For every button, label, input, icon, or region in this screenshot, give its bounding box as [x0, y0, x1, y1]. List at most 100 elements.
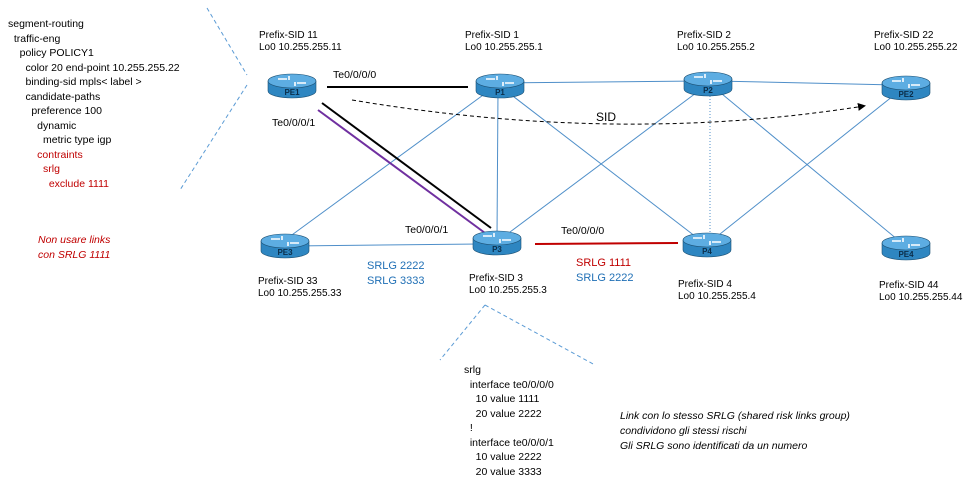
router-p3[interactable]: P3 — [472, 230, 522, 256]
router-name: PE2 — [898, 90, 914, 99]
config-line: 20 value 2222 — [464, 407, 542, 420]
link-p1-p2[interactable] — [499, 80, 701, 84]
link-pe1-p3-black[interactable] — [321, 102, 492, 229]
router-name: P2 — [703, 86, 713, 95]
srlg-config-text: srlg interface te0/0/0/0 10 value 1111 2… — [464, 363, 554, 479]
link-pe3-p3[interactable] — [291, 243, 481, 247]
link-pe2-p4[interactable] — [714, 91, 899, 239]
srlg-1111: SRLG 1111 — [576, 257, 632, 269]
config-line: policy POLICY1 — [8, 47, 94, 59]
router-label-pe1: Prefix-SID 11 Lo0 10.255.255.11 — [259, 30, 342, 54]
router-p1[interactable]: P1 — [475, 73, 525, 99]
router-label-p2: Prefix-SID 2 Lo0 10.255.255.2 — [677, 30, 755, 54]
p3-lo: Lo0 10.255.255.3 — [469, 285, 547, 296]
config-line: segment-routing — [8, 18, 84, 30]
p1-lo: Lo0 10.255.255.1 — [465, 42, 543, 53]
interface-label-p3-te1: Te0/0/0/1 — [405, 224, 449, 236]
config-line: srlg — [8, 163, 60, 175]
router-label-p1: Prefix-SID 1 Lo0 10.255.255.1 — [465, 30, 543, 54]
pe3-sid: Prefix-SID 33 — [258, 276, 318, 287]
router-top — [683, 71, 733, 87]
router-arrows-icon — [694, 74, 722, 84]
router-name: P4 — [702, 247, 712, 256]
link-p1-pe3[interactable] — [284, 89, 491, 241]
pe4-sid: Prefix-SID 44 — [879, 280, 939, 291]
callout-line-p3-right — [484, 304, 596, 366]
config-line: dynamic — [8, 119, 77, 132]
config-line: candidate-paths — [8, 90, 101, 103]
router-name: PE1 — [284, 88, 300, 97]
link-p2-p3[interactable] — [501, 89, 701, 239]
config-line: exclude 1111 — [8, 177, 109, 190]
config-line: 10 value 2222 — [464, 451, 542, 463]
config-line: 20 value 3333 — [464, 465, 542, 478]
p2-lo: Lo0 10.255.255.2 — [677, 42, 755, 53]
sid-label: SID — [596, 110, 616, 124]
note-line-2: con SRLG 1111 — [38, 249, 111, 261]
router-top — [475, 73, 525, 89]
p3-sid: Prefix-SID 3 — [469, 273, 523, 284]
router-top — [260, 233, 310, 249]
router-name: P1 — [495, 88, 505, 97]
callout-lines — [179, 7, 596, 366]
link-p2-pe2[interactable] — [714, 80, 899, 86]
router-top — [881, 75, 931, 91]
router-pe1[interactable]: PE1 — [267, 73, 317, 99]
note-no-srlg-links: Non usare links con SRLG 1111 — [38, 233, 110, 263]
config-line: interface te0/0/0/1 — [464, 436, 554, 449]
p2-sid: Prefix-SID 2 — [677, 30, 731, 41]
srlg-3333: SRLG 3333 — [367, 275, 425, 287]
config-line: 10 value 1111 — [464, 393, 540, 405]
config-line: traffic-eng — [8, 32, 61, 45]
srlg-2222: SRLG 2222 — [367, 260, 425, 272]
router-name: PE3 — [277, 248, 293, 257]
router-p2[interactable]: P2 — [683, 71, 733, 97]
router-p4[interactable]: P4 — [682, 232, 732, 258]
router-pe3[interactable]: PE3 — [260, 233, 310, 259]
router-label-pe4: Prefix-SID 44 Lo0 10.255.255.44 — [879, 280, 962, 304]
router-top — [881, 235, 931, 251]
p1-sid: Prefix-SID 1 — [465, 30, 519, 41]
link-p1-p3[interactable] — [496, 89, 499, 238]
network-links — [284, 80, 899, 247]
router-pe2[interactable]: PE2 — [881, 75, 931, 101]
note-srlg-explanation: Link con lo stesso SRLG (shared risk lin… — [620, 409, 850, 454]
policy-config-text: segment-routing traffic-eng policy POLIC… — [8, 17, 180, 191]
router-arrows-icon — [271, 236, 299, 246]
interface-label-p3-te0: Te0/0/0/0 — [561, 225, 605, 237]
note-srlg-line-3: Gli SRLG sono identificati da un numero — [620, 440, 808, 452]
router-arrows-icon — [483, 233, 511, 243]
link-pe1-p3-purple[interactable] — [317, 109, 486, 234]
router-arrows-icon — [892, 238, 920, 248]
router-top — [472, 230, 522, 246]
link-p3-p4[interactable] — [534, 242, 679, 245]
pe1-sid: Prefix-SID 11 — [259, 30, 318, 41]
router-label-pe3: Prefix-SID 33 Lo0 10.255.255.33 — [258, 276, 341, 300]
router-top — [682, 232, 732, 248]
p4-sid: Prefix-SID 4 — [678, 279, 732, 290]
router-pe4[interactable]: PE4 — [881, 235, 931, 261]
config-line: interface te0/0/0/0 — [464, 378, 554, 391]
link-p1-p4[interactable] — [504, 89, 701, 241]
pe2-lo: Lo0 10.255.255.22 — [874, 42, 958, 53]
pe1-lo: Lo0 10.255.255.11 — [259, 42, 342, 53]
p4-lo: Lo0 10.255.255.4 — [678, 291, 756, 302]
srlg-label-pe3-p3: SRLG 2222 SRLG 3333 — [367, 259, 424, 289]
pe3-lo: Lo0 10.255.255.33 — [258, 288, 342, 299]
config-line: srlg — [464, 364, 481, 376]
interface-label-pe1-te1: Te0/0/0/1 — [272, 117, 316, 129]
config-line: binding-sid mpls< label > — [8, 76, 142, 88]
router-top — [267, 73, 317, 89]
srlg-2222-b: SRLG 2222 — [576, 272, 634, 284]
router-name: PE4 — [898, 250, 914, 259]
config-line: metric type igp — [8, 134, 112, 146]
interface-label-pe1-te0: Te0/0/0/0 — [333, 69, 377, 81]
config-line: contraints — [8, 148, 83, 161]
srlg-label-p3-p4: SRLG 1111 SRLG 2222 — [576, 256, 633, 286]
router-label-p4: Prefix-SID 4 Lo0 10.255.255.4 — [678, 279, 756, 303]
router-arrows-icon — [486, 76, 514, 86]
router-arrows-icon — [278, 76, 306, 86]
note-line-1: Non usare links — [38, 234, 111, 246]
note-srlg-line-2: condividono gli stessi rischi — [620, 425, 747, 437]
